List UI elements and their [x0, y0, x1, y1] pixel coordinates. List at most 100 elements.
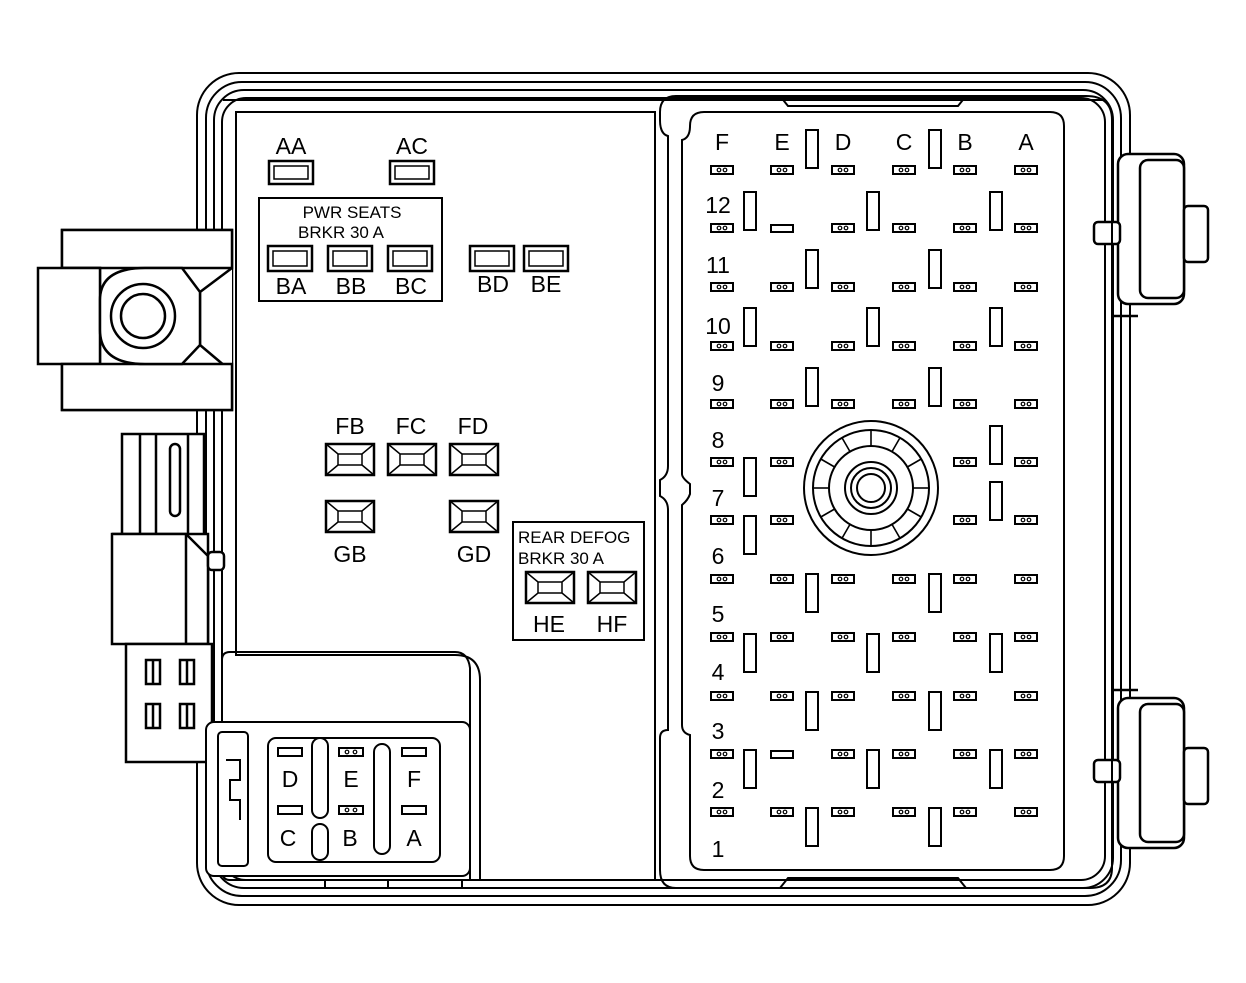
relay-BE[interactable]: BE: [522, 244, 570, 297]
connector-pin: [953, 749, 977, 759]
right-latches: [1092, 152, 1210, 850]
fuse-HE-label: HE: [533, 611, 565, 637]
relay-BA[interactable]: BA: [266, 244, 314, 299]
connector-slot: [928, 573, 942, 613]
boss-tick: [820, 458, 836, 468]
small-pin-F-label: F: [407, 766, 421, 792]
fuse-HF[interactable]: HF: [586, 570, 638, 637]
small-connector: [205, 651, 471, 881]
connector-pin: [770, 574, 794, 584]
connector-row-2: 2: [712, 777, 725, 803]
connector-slot: [866, 633, 880, 673]
left-harness: [110, 432, 226, 764]
connector-pin: [953, 282, 977, 292]
connector-pin: [953, 223, 977, 233]
relay-AC-label: AC: [396, 133, 428, 159]
relay-AC[interactable]: AC: [388, 133, 436, 186]
connector-pin: [831, 282, 855, 292]
connector-pin: [710, 574, 734, 584]
connector-row-8: 8: [712, 427, 725, 453]
connector-pin: [1014, 574, 1038, 584]
fuse-FD-label: FD: [458, 413, 489, 439]
connector-pin: [770, 515, 794, 525]
connector-pin: [770, 282, 794, 292]
relay-BD[interactable]: BD: [468, 244, 516, 297]
small-connector-pin: [277, 805, 303, 815]
fuse-FB-label: FB: [335, 413, 364, 439]
connector-column-A: A: [1018, 129, 1034, 155]
connector-slot: [743, 307, 757, 347]
connector-pin: [1014, 165, 1038, 175]
connector-pin: [892, 165, 916, 175]
relay-BC[interactable]: BC: [386, 244, 434, 299]
boss-tick: [841, 437, 851, 453]
connector-pin: [710, 691, 734, 701]
relay-BB[interactable]: BB: [326, 244, 374, 299]
connector-pin: [770, 457, 794, 467]
connector-pin: [1014, 632, 1038, 642]
relay-AA[interactable]: AA: [267, 133, 315, 186]
connector-slot: [805, 573, 819, 613]
relay-AA-label: AA: [276, 133, 307, 159]
connector-pin: [953, 399, 977, 409]
connector-pin: [892, 691, 916, 701]
connector-row-5: 5: [712, 601, 725, 627]
connector-column-E: E: [774, 129, 789, 155]
connector-slot: [743, 191, 757, 231]
connector-pin: [831, 341, 855, 351]
connector-pin: [770, 341, 794, 351]
fuse-GD-label: GD: [457, 541, 492, 567]
connector-pin: [1014, 749, 1038, 759]
connector-slot: [805, 367, 819, 407]
fuse-HF-label: HF: [597, 611, 628, 637]
connector-pin: [953, 341, 977, 351]
connector-pin: [831, 574, 855, 584]
bottom-tabs: [324, 880, 463, 888]
small-connector-labels: D E F C B A: [280, 766, 423, 851]
connector-pin: [770, 807, 794, 817]
connector-pin: [710, 282, 734, 292]
connector-pin: [831, 749, 855, 759]
connector-pin: [892, 282, 916, 292]
connector-row-11: 11: [706, 252, 730, 278]
connector-pin: [892, 341, 916, 351]
connector-pin: [892, 632, 916, 642]
connector-slot: [805, 249, 819, 289]
fuse-FB[interactable]: FB: [324, 413, 376, 477]
boss-ticks: [813, 430, 929, 546]
connector-pin: [710, 632, 734, 642]
connector-pin: [710, 399, 734, 409]
connector-pins: [710, 165, 1038, 817]
fuse-FC[interactable]: FC: [386, 413, 438, 477]
connector-pin: [1014, 515, 1038, 525]
fuse-GB[interactable]: GB: [324, 499, 376, 567]
connector-pin: [1014, 341, 1038, 351]
relay-BC-label: BC: [395, 273, 427, 299]
connector-pin: [892, 223, 916, 233]
mounting-bracket: [36, 228, 234, 412]
connector-pin: [953, 807, 977, 817]
connector-row-7: 7: [712, 485, 725, 511]
connector-pin: [710, 807, 734, 817]
connector-slot: [989, 481, 1003, 521]
connector-slot: [989, 307, 1003, 347]
small-connector-pin: [401, 747, 427, 757]
connector-pin: [1014, 223, 1038, 233]
fuse-GB-label: GB: [333, 541, 366, 567]
connector-pin: [770, 399, 794, 409]
fuse-FD[interactable]: FD: [448, 413, 500, 477]
fuse-GD[interactable]: GD: [448, 499, 500, 567]
relay-BD-label: BD: [477, 271, 509, 297]
fuse-HE[interactable]: HE: [524, 570, 576, 637]
connector-slot: [743, 457, 757, 497]
small-pin-A-label: A: [406, 825, 422, 851]
connector-pin: [710, 165, 734, 175]
connector-slots: [743, 129, 1003, 847]
small-pin-C-label: C: [280, 825, 297, 851]
connector-slot: [928, 691, 942, 731]
connector-pin: [831, 632, 855, 642]
connector-pin: [831, 399, 855, 409]
small-pin-D-label: D: [282, 766, 299, 792]
connector-pin: [710, 749, 734, 759]
